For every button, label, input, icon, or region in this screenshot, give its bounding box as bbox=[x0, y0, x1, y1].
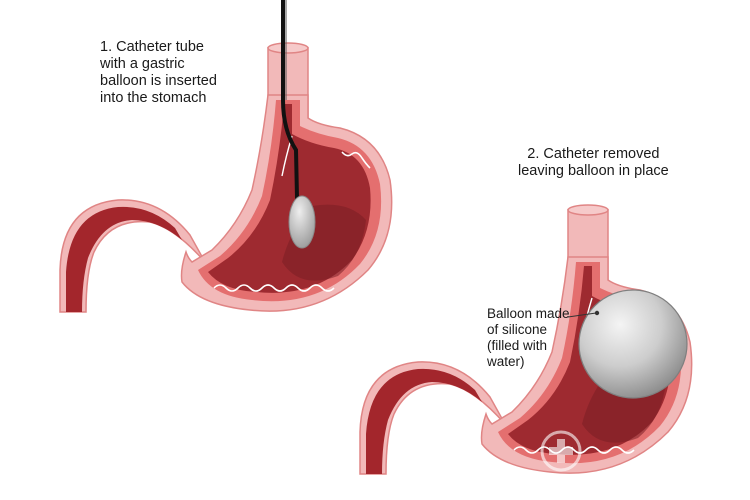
step2-caption: 2. Catheter removed leaving balloon in p… bbox=[518, 146, 669, 179]
deflated-balloon bbox=[288, 195, 316, 249]
step1-caption: 1. Catheter tube with a gastric balloon … bbox=[100, 39, 217, 106]
silicone-balloon bbox=[578, 289, 688, 399]
stomach-step2 bbox=[359, 204, 693, 475]
catheter-tube bbox=[281, 0, 299, 200]
stomach-step1 bbox=[59, 0, 393, 313]
balloon-caption: Balloon made of silicone (filled with wa… bbox=[487, 306, 570, 369]
balloon-pointer-dot bbox=[594, 310, 600, 316]
medical-cross-icon bbox=[540, 430, 582, 472]
balloon-pointer-line bbox=[567, 312, 597, 318]
